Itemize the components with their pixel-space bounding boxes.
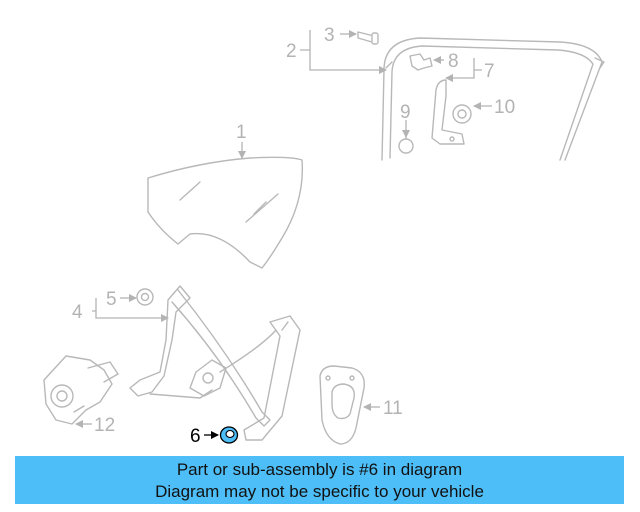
highlighted-part-6 bbox=[219, 426, 239, 444]
banner-line-part-number: Part or sub-assembly is #6 in diagram bbox=[176, 460, 463, 479]
banner-line-disclaimer: Diagram may not be specific to your vehi… bbox=[155, 482, 484, 501]
regulator-motor-part bbox=[43, 355, 119, 425]
callout-7[interactable]: 7 bbox=[484, 61, 495, 82]
callout-2[interactable]: 2 bbox=[286, 41, 297, 62]
callout-5[interactable]: 5 bbox=[106, 289, 117, 310]
switch-panel-part bbox=[319, 365, 365, 445]
door-glass-part bbox=[147, 156, 304, 269]
screw-part bbox=[357, 31, 379, 45]
window-regulator-part bbox=[129, 285, 301, 441]
callout-9[interactable]: 9 bbox=[400, 102, 411, 123]
info-banner: Part or sub-assembly is #6 in diagram Di… bbox=[15, 456, 624, 504]
nut-part bbox=[136, 288, 154, 306]
leader-lines bbox=[75, 30, 492, 439]
callout-10[interactable]: 10 bbox=[494, 97, 515, 118]
callout-11[interactable]: 11 bbox=[383, 398, 403, 419]
callout-1[interactable]: 1 bbox=[236, 122, 247, 143]
callout-12[interactable]: 12 bbox=[94, 415, 115, 436]
parts-diagram: 1 2 3 4 5 6 7 8 9 10 11 12 bbox=[43, 25, 605, 447]
callout-6[interactable]: 6 bbox=[190, 426, 201, 447]
callout-8[interactable]: 8 bbox=[448, 51, 459, 72]
clip-part bbox=[409, 53, 433, 71]
callout-4[interactable]: 4 bbox=[72, 302, 83, 323]
fastener-part bbox=[452, 104, 472, 124]
callout-3[interactable]: 3 bbox=[324, 25, 335, 46]
